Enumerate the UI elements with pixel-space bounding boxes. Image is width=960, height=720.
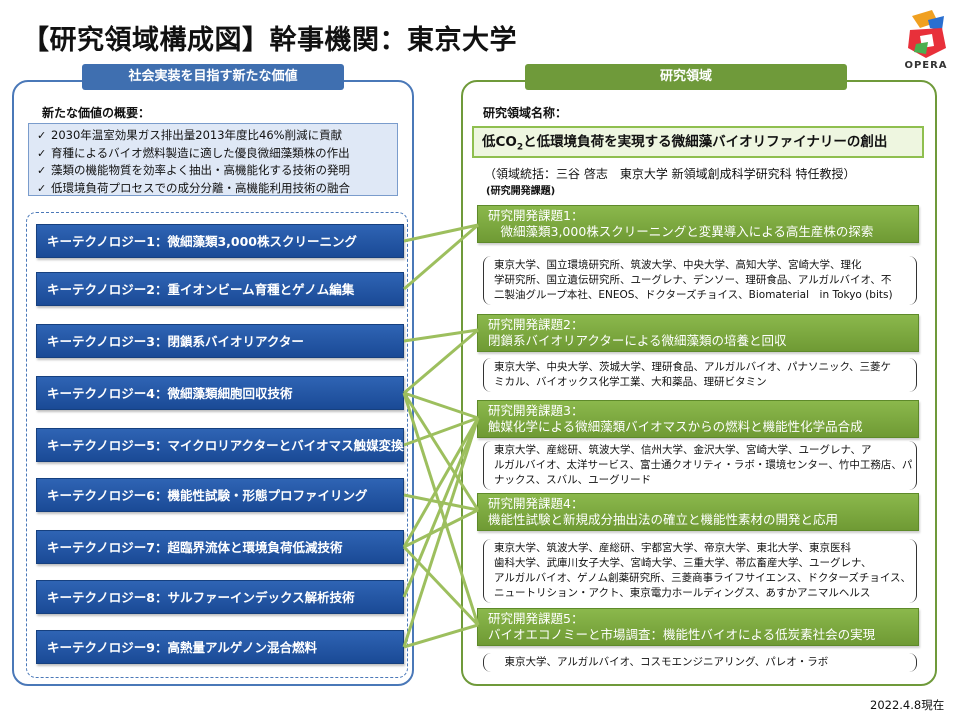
institution-line: 東京大学、筑波大学、産総研、宇都宮大学、帝京大学、東北大学、東京医科 (494, 542, 851, 554)
key-technology-5: キーテクノロジー5：マイクロリアクターとバイオマス触媒変換 (36, 428, 404, 462)
page-title: 【研究領域構成図】幹事機関：東京大学 (22, 25, 517, 56)
topic-title: 研究開発課題2： (488, 317, 584, 332)
institutions-1: 東京大学、国立環境研究所、筑波大学、中央大学、高知大学、宮崎大学、理化学研究所、… (483, 256, 917, 305)
key-technology-1: キーテクノロジー1：微細藻類3,000株スクリーニング (36, 224, 404, 258)
overview-item: ✓ 2030年温室効果ガス排出量2013年度比46%削減に貢献 (37, 127, 389, 145)
overview-item: ✓ 育種によるバイオ燃料製造に適した優良微細藻類株の作出 (37, 145, 389, 163)
research-name-box: 低CO2と低環境負荷を実現する微細藻バイオリファイナリーの創出 (472, 126, 924, 158)
key-technology-9: キーテクノロジー9：高熱量アルゲノン混合燃料 (36, 630, 404, 664)
institution-line: 東京大学、中央大学、茨城大学、理研食品、アルガルバイオ、パナソニック、三菱ケ (494, 361, 892, 373)
institutions-2: 東京大学、中央大学、茨城大学、理研食品、アルガルバイオ、パナソニック、三菱ケミカ… (483, 358, 917, 392)
institution-line: アルガルバイオ、ゲノム創薬研究所、三菱商事ライフサイエンス、ドクターズチョイス、 (494, 572, 912, 584)
check-icon: ✓ (37, 146, 47, 160)
overview-text: 藻類の機能物質を効率よく抽出・高機能化する技術の発明 (51, 163, 350, 177)
overview-text: 低環境負荷プロセスでの成分分離・高機能利用技術の融合 (51, 180, 350, 195)
key-technology-7: キーテクノロジー7：超臨界流体と環境負荷低減技術 (36, 530, 404, 564)
topic-desc: 微細藻類3,000株スクリーニングと変異導入による高生産株の探索 (488, 224, 874, 239)
research-area-panel (461, 80, 937, 686)
research-topic-4: 研究開発課題4：機能性試験と新規成分抽出法の確立と機能性素材の開発と応用 (477, 493, 919, 531)
overview-text: 2030年温室効果ガス排出量2013年度比46%削減に貢献 (51, 128, 343, 142)
check-icon: ✓ (37, 164, 47, 177)
topic-title: 研究開発課題4： (488, 496, 584, 511)
overview-label: 新たな価値の概要： (42, 106, 151, 120)
date-stamp: 2022.4.8現在 (870, 698, 945, 712)
logo-text: OPERA (904, 60, 948, 71)
institution-line: ルガルバイオ、太洋サービス、富士通クオリティ・ラボ・環境センター、竹中工務店、パ (494, 459, 913, 471)
check-icon: ✓ (37, 129, 47, 142)
research-topic-3: 研究開発課題3：触媒化学による微細藻類バイオマスからの燃料と機能性化学品合成 (477, 400, 919, 438)
institution-line: ニュートリション・アクト、東京電力ホールディングス、あすかアニマルヘルス (494, 587, 871, 599)
overview-box: ✓ 2030年温室効果ガス排出量2013年度比46%削減に貢献 ✓ 育種によるバイオ… (28, 123, 398, 196)
research-topic-5: 研究開発課題5：バイオエコノミーと市場調査：機能性バイオによる低炭素社会の実現 (477, 608, 919, 646)
research-name-label: 研究領域名称： (483, 106, 568, 120)
topic-title: 研究開発課題5： (488, 611, 584, 626)
key-technology-3: キーテクノロジー3：閉鎖系バイオリアクター (36, 324, 404, 358)
research-topic-1: 研究開発課題1： 微細藻類3,000株スクリーニングと変異導入による高生産株の探… (477, 205, 919, 243)
topic-title: 研究開発課題3： (488, 403, 584, 418)
overview-item: ✓ 低環境負荷プロセスでの成分分離・高機能利用技術の融合 (37, 180, 389, 198)
topic-title: 研究開発課題1： (488, 208, 584, 223)
key-technology-8: キーテクノロジー8：サルファーインデックス解析技術 (36, 580, 404, 614)
institution-line: 学研究所、国立遺伝研究所、ユーグレナ、デンソー、理研食品、アルガルバイオ、不 (494, 274, 892, 286)
institution-line: 東京大学、アルガルバイオ、コスモエンジニアリング、パレオ・ラボ (494, 656, 829, 668)
topic-desc: 閉鎖系バイオリアクターによる微細藻類の培養と回収 (488, 333, 787, 348)
institutions-4: 東京大学、筑波大学、産総研、宇都宮大学、帝京大学、東北大学、東京医科歯科大学、武… (483, 539, 917, 603)
institution-line: ナックス、スバル、ユーグリード (494, 474, 652, 486)
institution-line: 二製油グループ本社、ENEOS、ドクターズチョイス、Biomaterial in… (494, 289, 893, 301)
institutions-3: 東京大学、産総研、筑波大学、信州大学、金沢大学、宮崎大学、ユーグレナ、アルガルバ… (483, 441, 917, 490)
overview-text: 育種によるバイオ燃料製造に適した優良微細藻類株の作出 (51, 145, 350, 160)
institution-line: 東京大学、国立環境研究所、筑波大学、中央大学、高知大学、宮崎大学、理化 (494, 259, 862, 271)
topic-desc: バイオエコノミーと市場調査：機能性バイオによる低炭素社会の実現 (488, 627, 876, 642)
research-topic-2: 研究開発課題2：閉鎖系バイオリアクターによる微細藻類の培養と回収 (477, 314, 919, 352)
research-area-header: 研究領域 (525, 64, 847, 90)
institution-line: 歯科大学、武庫川女子大学、宮崎大学、三重大学、帯広畜産大学、ユーグレナ、 (494, 557, 872, 569)
check-icon: ✓ (37, 181, 47, 195)
topic-desc: 機能性試験と新規成分抽出法の確立と機能性素材の開発と応用 (488, 512, 839, 527)
key-technology-4: キーテクノロジー4：微細藻類細胞回収技術 (36, 376, 404, 410)
overview-item: ✓ 藻類の機能物質を効率よく抽出・高機能化する技術の発明 (37, 162, 389, 180)
opera-logo (898, 8, 954, 74)
topic-desc: 触媒化学による微細藻類バイオマスからの燃料と機能性化学品合成 (488, 419, 863, 434)
institutions-5: 東京大学、アルガルバイオ、コスモエンジニアリング、パレオ・ラボ (483, 653, 917, 672)
research-name-part: 低CO (482, 134, 517, 150)
research-name-part: と低環境負荷を実現する微細藻バイオリファイナリーの創出 (523, 134, 888, 150)
key-technology-2: キーテクノロジー2：重イオンビーム育種とゲノム編集 (36, 272, 404, 306)
topics-subtitle: (研究開発課題) (486, 186, 556, 197)
value-panel-header: 社会実装を目指す新たな価値 (82, 64, 344, 90)
research-name-subscript: 2 (516, 142, 524, 153)
program-leader: （領域統括：三谷 啓志 東京大学 新領域創成科学研究科 特任教授） (484, 167, 856, 181)
institution-line: 東京大学、産総研、筑波大学、信州大学、金沢大学、宮崎大学、ユーグレナ、ア (494, 444, 872, 456)
institution-line: ミカル、バイオックス化学工業、大和薬品、理研ビタミン (494, 376, 767, 388)
key-technology-6: キーテクノロジー6：機能性試験・形態プロファイリング (36, 478, 404, 512)
